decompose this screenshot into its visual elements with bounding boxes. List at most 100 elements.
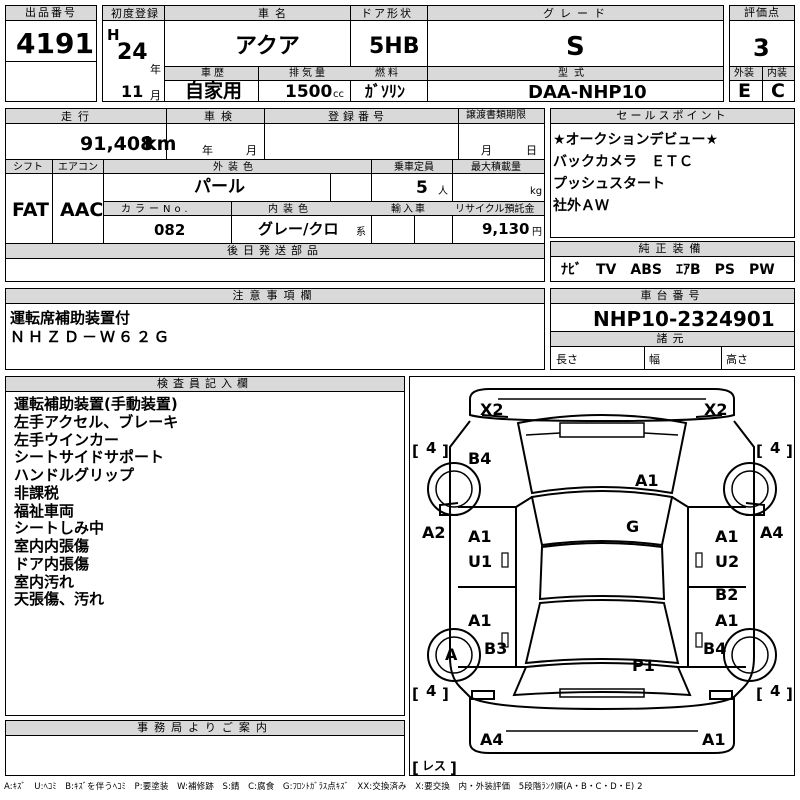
office-label: 事務局よりご案内 bbox=[6, 721, 404, 736]
mark-b4-front: B4 bbox=[468, 449, 492, 468]
tire-lf: 4 bbox=[426, 439, 437, 457]
capacity-label: 乗車定員 bbox=[394, 162, 434, 173]
reg-month-unit: 月 bbox=[150, 89, 161, 102]
fuel-label: 燃料 bbox=[375, 68, 401, 79]
equipment-value: ﾅﾋﾞ TV ABS ｴｱB PS PW bbox=[561, 262, 775, 278]
shift-value: FAT bbox=[12, 199, 49, 221]
mark-g-glass: G bbox=[626, 517, 640, 536]
score-box: 評価点 3 外装 内装 E C bbox=[729, 5, 795, 102]
sales-line-2: バックカメラ ＥＴＣ bbox=[553, 154, 693, 170]
inspection-label: 車検 bbox=[204, 110, 238, 123]
inspector-line-5: ハンドルグリップ bbox=[14, 466, 135, 484]
inspector-line-2: 左手アクセル、ブレーキ bbox=[14, 413, 179, 431]
mark-a4-right: A4 bbox=[760, 523, 784, 542]
inspection-year-unit: 年 bbox=[202, 144, 213, 157]
mileage-unit: km bbox=[144, 133, 177, 155]
color-no-value: 082 bbox=[154, 221, 186, 239]
notes-line-2: ＮＨＺＤ－Ｗ６２Ｇ bbox=[10, 328, 173, 346]
equipment-label: 純正装備 bbox=[551, 242, 794, 257]
inspector-line-8: シートしみ中 bbox=[14, 519, 105, 537]
model-value: DAA-NHP10 bbox=[528, 82, 647, 103]
mark-x2-right: X2 bbox=[704, 400, 728, 419]
svg-text:[: [ bbox=[412, 442, 419, 460]
svg-text:]: ] bbox=[442, 442, 449, 460]
mark-a1-right-front: A1 bbox=[715, 527, 739, 546]
model-label: 型式 bbox=[558, 68, 590, 79]
specs-height: 高さ bbox=[726, 353, 748, 366]
inspector-line-12: 天張傷、汚れ bbox=[14, 590, 105, 608]
reg-era: H bbox=[107, 26, 120, 44]
mark-u1: U1 bbox=[468, 552, 493, 571]
mark-b4-rear: B4 bbox=[703, 639, 727, 658]
displacement-label: 排気量 bbox=[289, 68, 328, 79]
lot-number: 4191 bbox=[16, 27, 94, 60]
car-label: 車名 bbox=[258, 7, 292, 20]
reg-label: 初度登録 bbox=[111, 7, 159, 20]
mark-b2: B2 bbox=[715, 585, 739, 604]
notes-box: 注意事項欄 運転席補助装置付 ＮＨＺＤ－Ｗ６２Ｇ bbox=[5, 288, 545, 370]
ext-color-label: 外装色 bbox=[213, 162, 258, 173]
tire-lr: 4 bbox=[426, 682, 437, 700]
color-no-label: カラーNo. bbox=[121, 204, 192, 215]
reg-month: 11 bbox=[121, 82, 144, 101]
sales-label: セールスポイント bbox=[551, 109, 794, 124]
mark-x2-left: X2 bbox=[480, 400, 504, 419]
chassis-box: 車台番号 NHP10-2324901 諸元 長さ 幅 高さ bbox=[550, 288, 795, 370]
capacity-value: 5 bbox=[416, 178, 428, 198]
import-label: 輸入車 bbox=[391, 204, 427, 215]
inspector-label: 検査員記入欄 bbox=[6, 377, 404, 392]
score-int-label: 内装 bbox=[767, 68, 787, 79]
svg-text:[: [ bbox=[412, 685, 419, 703]
car-name: アクア bbox=[235, 34, 300, 59]
chassis-label: 車台番号 bbox=[551, 289, 794, 304]
inspector-line-3: 左手ウインカー bbox=[14, 431, 120, 449]
capacity-unit: 人 bbox=[438, 186, 448, 197]
specs-width: 幅 bbox=[649, 353, 660, 366]
tire-rf: 4 bbox=[770, 439, 781, 457]
tire-rr: 4 bbox=[770, 682, 781, 700]
mark-a2-left: A2 bbox=[422, 523, 446, 542]
displacement-unit: cc bbox=[333, 89, 344, 100]
mark-a-wheel: A bbox=[445, 645, 458, 664]
later-parts-label: 後日発送部品 bbox=[6, 244, 544, 259]
inspection-month-unit: 月 bbox=[246, 144, 257, 157]
specs-label: 諸元 bbox=[551, 332, 794, 347]
sales-line-4: 社外ＡＷ bbox=[553, 198, 609, 214]
score-label: 評価点 bbox=[730, 6, 794, 21]
mark-a1-bonnet: A1 bbox=[635, 471, 659, 490]
mark-a4-bumper: A4 bbox=[480, 730, 504, 749]
fuel-value: ｶﾞｿﾘﾝ bbox=[365, 82, 406, 101]
svg-text:[: [ bbox=[756, 442, 763, 460]
mark-p1: P1 bbox=[632, 656, 655, 675]
mark-a1-bumper: A1 bbox=[702, 730, 726, 749]
lot-label: 出品番号 bbox=[6, 6, 96, 21]
load-unit: kg bbox=[530, 186, 543, 197]
score-value: 3 bbox=[753, 34, 770, 62]
svg-text:]: ] bbox=[786, 685, 793, 703]
int-color-value: グレー/クロ bbox=[258, 220, 339, 238]
shift-label: シフト bbox=[13, 162, 43, 173]
specs-length: 長さ bbox=[556, 353, 578, 366]
inspector-line-9: 室内内張傷 bbox=[14, 537, 90, 555]
spare-tire: レス bbox=[422, 759, 447, 773]
mark-b3: B3 bbox=[484, 639, 508, 658]
svg-text:]: ] bbox=[442, 685, 449, 703]
door-type: 5HB bbox=[369, 34, 420, 59]
main-info-box: 初度登録 車名 ドア形状 グレード H 24 年 アクア 5HB S 車歴 排気… bbox=[102, 5, 724, 102]
inspector-line-10: ドア内張傷 bbox=[14, 555, 90, 573]
notes-line-1: 運転席補助装置付 bbox=[10, 309, 131, 327]
svg-text:[: [ bbox=[756, 685, 763, 703]
history-value: 自家用 bbox=[185, 80, 243, 102]
grade-label: グレード bbox=[543, 7, 611, 20]
sales-line-3: プッシュスタート bbox=[553, 176, 665, 192]
reg-year-unit: 年 bbox=[150, 63, 161, 76]
reg-year: 24 bbox=[117, 40, 148, 65]
plate-label: 登録番号 bbox=[328, 110, 388, 123]
mark-a1-right-rear: A1 bbox=[715, 611, 739, 630]
damage-diagram: [] [] [] [] [] 4 4 4 4 レス X2 X2 B4 A1 G … bbox=[409, 376, 795, 776]
sales-line-1: ★オークションデビュー★ bbox=[553, 132, 719, 148]
ac-label: エアコン bbox=[58, 162, 98, 173]
load-label: 最大積載量 bbox=[471, 162, 521, 173]
inspector-line-4: シートサイドサポート bbox=[14, 448, 165, 466]
door-label: ドア形状 bbox=[361, 7, 413, 20]
